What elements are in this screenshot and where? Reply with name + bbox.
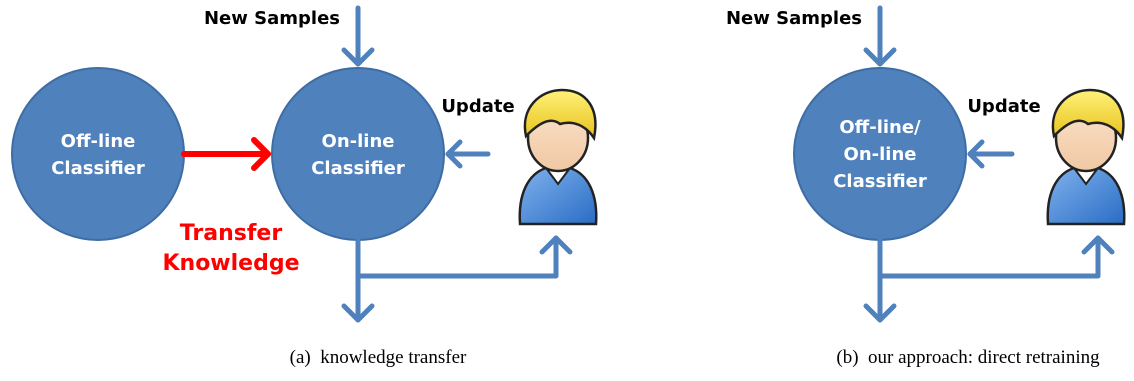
offline-node-line1: Off-line [61, 131, 136, 152]
offline-online-classifier-node: Off-line/ On-line Classifier [793, 67, 967, 241]
online-node-line1: On-line [322, 131, 395, 152]
user-icon [518, 88, 598, 226]
new-samples-label: New Samples [726, 8, 862, 29]
feedback-arrow [355, 235, 573, 279]
caption-b: (b) our approach: direct retraining [836, 347, 1100, 368]
transfer-label-line2: Knowledge [162, 251, 299, 276]
feedback-arrow [877, 235, 1115, 279]
transfer-arrow [181, 137, 271, 171]
update-label: Update [441, 96, 514, 117]
node-line3: Classifier [833, 171, 927, 192]
update-arrow [967, 139, 1015, 169]
transfer-label-line1: Transfer [180, 221, 283, 246]
panel-b: New Samples Off-line/ On-line Classifier… [726, 5, 1126, 368]
online-classifier-node: On-line Classifier [271, 67, 445, 241]
online-node-line2: Classifier [311, 158, 405, 179]
input-arrow [341, 5, 375, 67]
offline-classifier-node: Off-line Classifier [11, 67, 185, 241]
input-arrow [863, 5, 897, 67]
update-label: Update [967, 96, 1040, 117]
panel-a: New Samples Off-line Classifier Transfer… [11, 5, 598, 368]
output-arrow [863, 237, 897, 323]
output-arrow [341, 237, 375, 323]
node-line1: Off-line/ [839, 117, 921, 138]
new-samples-label: New Samples [204, 8, 340, 29]
caption-a: (a) knowledge transfer [290, 347, 467, 368]
node-line2: On-line [844, 144, 917, 165]
offline-node-line2: Classifier [51, 158, 145, 179]
user-icon [1046, 88, 1126, 226]
update-arrow [445, 139, 491, 169]
